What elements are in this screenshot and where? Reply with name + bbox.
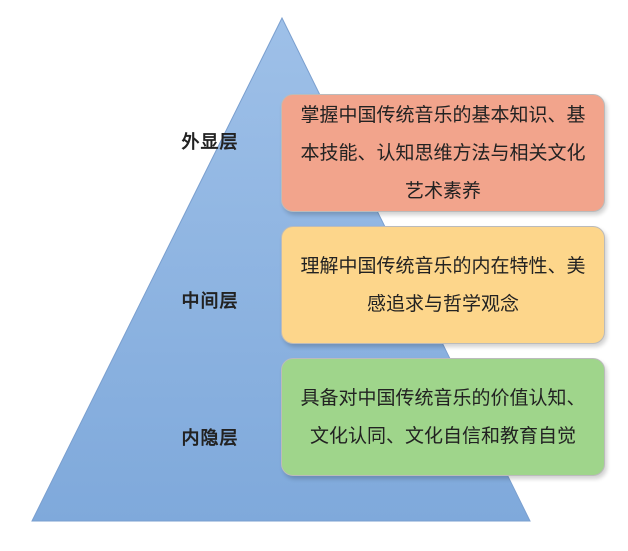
- layer-label-outer: 外显层: [181, 132, 239, 153]
- inner-layer-box: 具备对中国传统音乐的价值认知、文化认同、文化自信和教育自觉: [281, 358, 605, 476]
- layer-label-middle: 中间层: [181, 291, 239, 312]
- outer-layer-text: 掌握中国传统音乐的基本知识、基本技能、认知思维方法与相关文化艺术素养: [300, 104, 586, 202]
- middle-layer-text: 理解中国传统音乐的内在特性、美感追求与哲学观念: [300, 255, 586, 315]
- middle-layer-box: 理解中国传统音乐的内在特性、美感追求与哲学观念: [281, 226, 605, 344]
- inner-layer-text: 具备对中国传统音乐的价值认知、文化认同、文化自信和教育自觉: [300, 387, 586, 447]
- outer-layer-box: 掌握中国传统音乐的基本知识、基本技能、认知思维方法与相关文化艺术素养: [281, 94, 605, 212]
- layer-label-inner: 内隐层: [181, 428, 239, 449]
